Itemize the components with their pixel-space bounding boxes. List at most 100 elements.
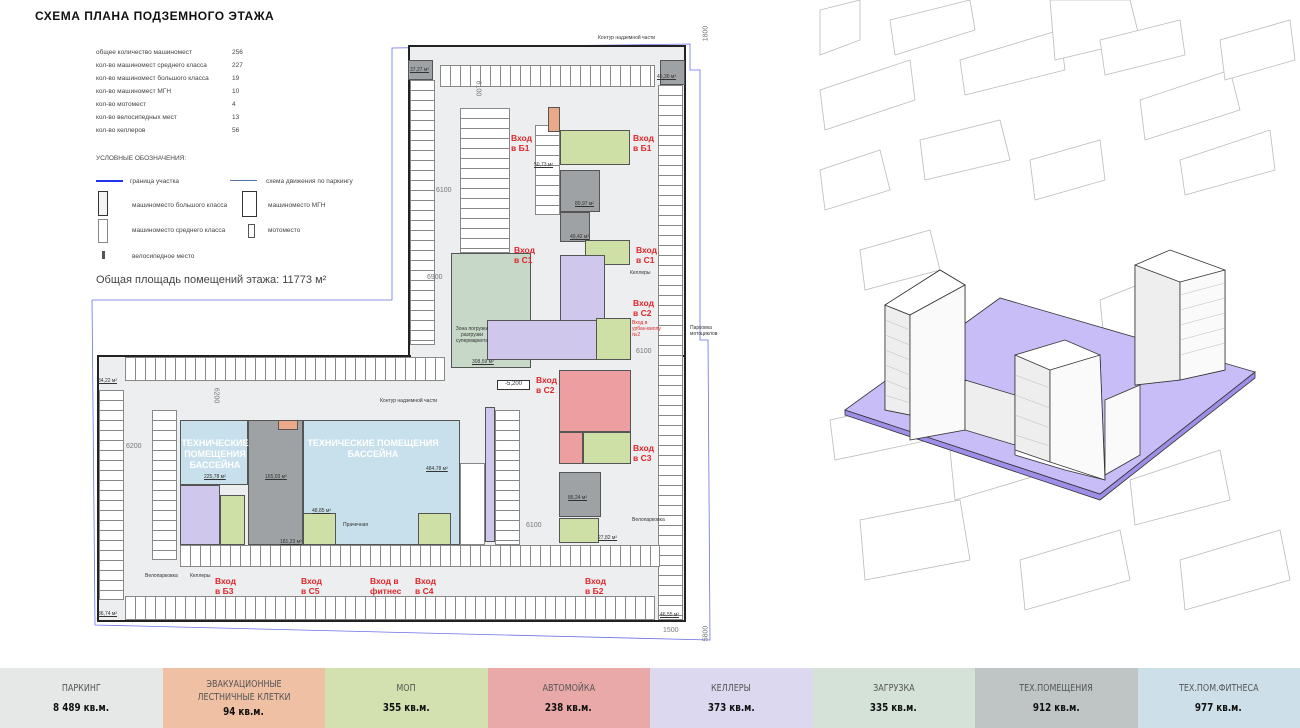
parking-row — [495, 410, 520, 545]
tech-room — [660, 60, 685, 85]
laundry-label: Прачечная — [343, 522, 369, 528]
kellers-label: Келлеры — [630, 270, 651, 276]
summary-name: ПАРКИНГ — [61, 683, 101, 694]
summary-value: 977 кв.м. — [1195, 701, 1243, 714]
large-car-icon — [98, 191, 108, 216]
entrance-label: Вход в С2 — [633, 298, 655, 318]
summary-name: КЕЛЛЕРЫ — [711, 683, 752, 694]
legend-mgn: машиноместо МГН — [268, 202, 326, 209]
dimension: 5800 — [702, 625, 710, 642]
summary-mop: МОП 355 кв.м. — [325, 668, 488, 728]
contour-label: Контур надземной части — [380, 398, 438, 404]
summary-value: 355 кв.м. — [382, 701, 430, 714]
dimension: 6200 — [126, 443, 142, 450]
parking-row — [460, 108, 510, 253]
summary-value: 8 489 кв.м. — [53, 701, 110, 714]
moto-parking-label: Парковка мотоциклов — [690, 325, 718, 337]
dimension: 6100 — [526, 522, 542, 529]
area-label: 80,97 м² — [575, 201, 595, 207]
entrance-label: Вход в С5 — [301, 576, 323, 596]
area-label: 308,59 м² — [472, 359, 494, 365]
area-label: 27,82 м² — [598, 535, 618, 541]
summary-value: 94 кв.м. — [223, 705, 265, 718]
dimension: 6100 — [636, 348, 652, 355]
contour-label: Контур надземной части — [598, 35, 656, 41]
lobby — [418, 513, 451, 545]
summary-value: 912 кв.м. — [1032, 701, 1080, 714]
car-wash — [559, 432, 583, 464]
lobby — [560, 130, 630, 165]
area-label: 50,73 м² — [534, 162, 554, 168]
legend-moto: мотоместо — [268, 227, 301, 234]
site-boundary — [91, 43, 711, 641]
mgn-car-icon — [242, 191, 257, 217]
area-label: 37,27 м² — [410, 67, 430, 73]
lobby — [559, 518, 599, 543]
loading-zone-label: Зона погрузки разгрузки супермаркета — [455, 326, 489, 344]
summary-parking: ПАРКИНГ 8 489 кв.м. — [0, 668, 163, 728]
surrounding-buildings — [819, 0, 1296, 611]
tech-room — [559, 472, 601, 517]
entrance-label: Вход в С2 — [536, 375, 558, 395]
legend-large: машиноместо большого класса — [132, 202, 228, 209]
stat-label: кол-во мотомест — [96, 101, 146, 108]
medium-car-icon — [98, 219, 108, 243]
parking-row — [152, 410, 177, 560]
stat-value: 256 — [232, 49, 243, 56]
legend-title: УСЛОВНЫЕ ОБОЗНАЧЕНИЯ: — [96, 155, 187, 162]
area-label: 484,78 м² — [426, 466, 448, 472]
parking-row — [125, 357, 445, 381]
parking-row — [440, 65, 655, 87]
summary-name: АВТОМОЙКА — [542, 683, 595, 694]
page-title: СХЕМА ПЛАНА ПОДЗЕМНОГО ЭТАЖА — [35, 9, 275, 23]
ramp — [460, 463, 485, 545]
pool-tech-label: ТЕХНИЧЕСКИЕ ПОМЕЩЕНИЯ БАССЕЙНА — [307, 438, 439, 459]
keller-block — [485, 407, 495, 542]
stat-label: общее количество машиномест — [96, 49, 192, 56]
summary-name: МОП — [396, 683, 416, 694]
area-label: 86,24 м² — [568, 495, 588, 501]
parking-row — [180, 545, 660, 567]
stair — [278, 420, 298, 430]
entrance-label: Вход в Б2 — [585, 576, 607, 596]
stair — [548, 107, 560, 132]
area-label: 181,23 м² — [280, 539, 302, 545]
area-label: 46,55 м² — [660, 612, 680, 618]
parking-row — [125, 596, 655, 620]
parking-row — [99, 390, 124, 600]
area-summary-bar: ПАРКИНГ 8 489 кв.м. ЭВАКУАЦИОННЫЕ ЛЕСТНИЧ… — [0, 668, 1300, 728]
bike-parking-label: Велопарковка — [145, 573, 178, 579]
parking-row — [535, 125, 560, 215]
dimension: 1800 — [702, 25, 710, 42]
entrance-label: Вход в Б1 — [633, 133, 655, 153]
dimension: 6900 — [427, 274, 443, 281]
legend-bike: велосипедное место — [132, 253, 195, 260]
parking-row — [410, 80, 435, 345]
lobby — [220, 495, 245, 545]
keller-block — [487, 320, 602, 360]
stat-label: кол-во келлеров — [96, 127, 146, 134]
tech-room — [408, 60, 433, 80]
building — [844, 249, 1256, 501]
entrance-label: Вход в С3 — [633, 443, 655, 463]
summary-value: 373 кв.м. — [707, 701, 755, 714]
kellers-label: Келлеры — [190, 573, 211, 579]
stat-value: 19 — [232, 75, 240, 82]
dimension: 1500 — [663, 627, 679, 634]
boundary-line-icon — [96, 180, 123, 182]
stat-label: кол-во велосипедных мест — [96, 114, 177, 121]
entrance-label: Вход в Б3 — [215, 576, 237, 596]
area-label: 45,30 м² — [657, 74, 677, 80]
area-label: 165,03 м² — [265, 474, 287, 480]
summary-value: 335 кв.м. — [870, 701, 918, 714]
summary-name: ЭВАКУАЦИОННЫЕ ЛЕСТНИЧНЫЕ КЛЕТКИ — [197, 679, 291, 703]
